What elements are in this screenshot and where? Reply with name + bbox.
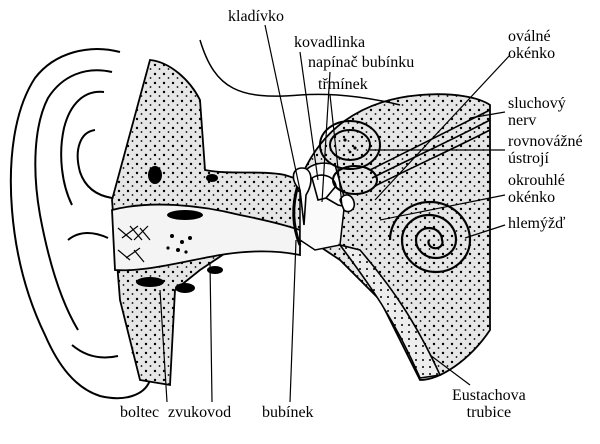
label-zvukovod: zvukovod bbox=[168, 404, 232, 421]
label-okrouhle-line2: okénko bbox=[508, 189, 556, 206]
canal-fill-dots bbox=[343, 138, 357, 154]
label-bubinek: bubínek bbox=[262, 404, 314, 421]
ear-canal bbox=[111, 203, 301, 272]
label-trminek: třmínek bbox=[318, 76, 368, 93]
label-rovnovazne-line2: ústrojí bbox=[508, 150, 549, 167]
label-okrouhle-okenko: okrouhlé okénko bbox=[508, 172, 565, 206]
skull-outline bbox=[199, 39, 401, 106]
label-sluchovy-line2: nerv bbox=[508, 112, 537, 129]
label-rovnovazne-line1: rovnovážné bbox=[508, 133, 583, 150]
label-ovalne-line2: okénko bbox=[508, 45, 556, 62]
label-sluchovy-line1: sluchový bbox=[508, 95, 566, 112]
label-hlemyzd: hlemýžď bbox=[508, 215, 566, 232]
canal-dots bbox=[166, 234, 192, 254]
semicircular-canals bbox=[319, 120, 381, 195]
label-napinac-bubinku: napínač bubínku bbox=[308, 54, 415, 71]
label-boltec: boltec bbox=[120, 404, 160, 421]
label-ovalne-line1: oválné bbox=[508, 28, 551, 45]
canal-hairs bbox=[117, 225, 151, 263]
label-eustachova-line1: Eustachova bbox=[452, 387, 526, 404]
label-sluchovy-nerv: sluchový nerv bbox=[508, 95, 566, 129]
eustachian-tube bbox=[338, 243, 442, 379]
label-eustachova-trubice: Eustachova trubice bbox=[452, 387, 526, 421]
label-kladivko: kladívko bbox=[228, 8, 284, 25]
eardrum bbox=[292, 184, 302, 246]
leader-lines bbox=[159, 24, 511, 403]
cochlea bbox=[388, 200, 472, 274]
label-okrouhle-line1: okrouhlé bbox=[508, 172, 565, 189]
pinna bbox=[9, 48, 152, 400]
label-rovnovazne-ustroji: rovnovážné ústrojí bbox=[508, 133, 583, 167]
label-ovalne-okenko: oválné okénko bbox=[508, 28, 555, 62]
bone-blotches bbox=[136, 166, 223, 293]
label-kovadlinka: kovadlinka bbox=[294, 34, 366, 51]
label-eustachova-line2: trubice bbox=[466, 404, 512, 421]
